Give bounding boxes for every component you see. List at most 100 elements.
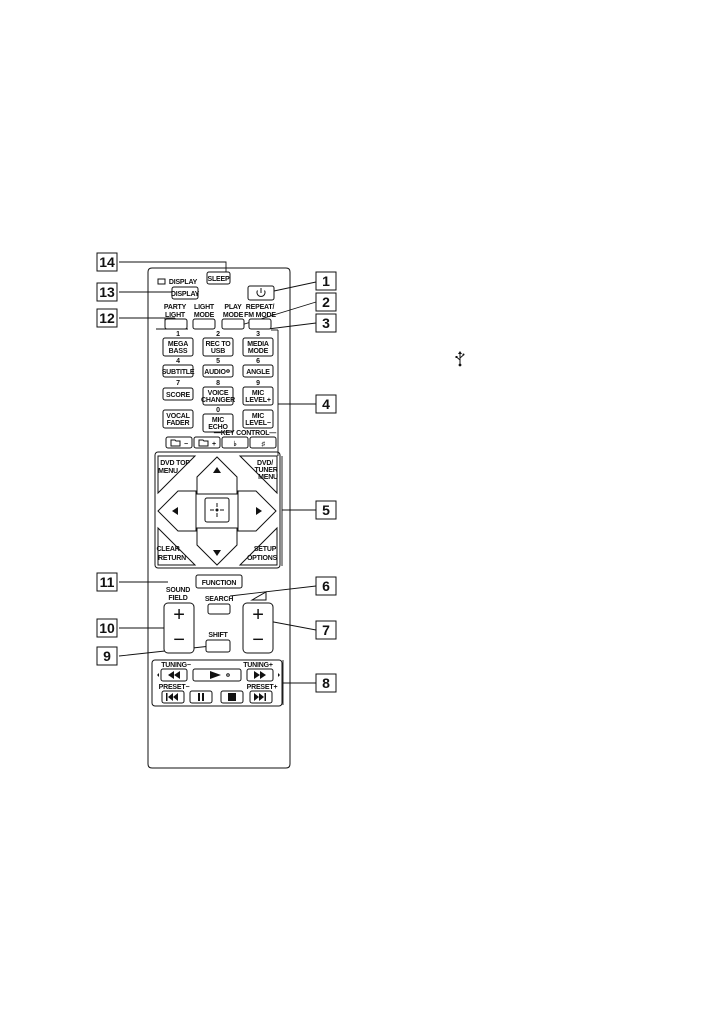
volume-rocker[interactable]: + − <box>242 602 274 654</box>
function-button[interactable]: FUNCTION <box>195 574 243 589</box>
svg-text:CLEAR: CLEAR <box>156 546 179 553</box>
svg-text:5: 5 <box>322 502 330 518</box>
svg-text:VOICE: VOICE <box>208 390 229 397</box>
svg-text:DISPLAY: DISPLAY <box>169 279 198 286</box>
svg-text:7: 7 <box>322 622 330 638</box>
dvd-tuner-menu-button[interactable]: DVD/ TUNER MENU <box>238 455 278 495</box>
display-top-label: DISPLAY <box>157 278 198 286</box>
folder-icon <box>170 439 181 447</box>
up-button[interactable] <box>196 456 238 495</box>
pause-icon <box>198 693 204 701</box>
audio-button[interactable]: AUDIO <box>202 364 234 378</box>
folder-minus-button[interactable]: − <box>165 436 193 449</box>
svg-text:3: 3 <box>256 331 260 338</box>
svg-text:MODE: MODE <box>194 312 215 319</box>
repeat-fm-mode-label: REPEAT/ FM MODE <box>244 304 276 319</box>
enter-button[interactable] <box>204 497 230 523</box>
svg-text:DVD/: DVD/ <box>257 460 273 467</box>
play-mode-button[interactable] <box>221 318 245 330</box>
rec-to-usb-button[interactable]: REC TO USB <box>202 337 234 357</box>
tactile-dot-icon <box>226 369 230 373</box>
svg-text:FUNCTION: FUNCTION <box>202 580 237 587</box>
svg-text:TUNING−: TUNING− <box>161 662 191 669</box>
svg-text:10: 10 <box>99 620 115 636</box>
navigation-pad: DVD TOP MENU DVD/ TUNER MENU CLEAR RETUR… <box>154 451 281 569</box>
score-button[interactable]: SCORE <box>162 387 194 401</box>
sound-field-label: SOUND FIELD <box>166 587 191 602</box>
svg-text:1: 1 <box>176 331 180 338</box>
callout-lines <box>118 261 317 705</box>
angle-button[interactable]: ANGLE <box>242 364 274 378</box>
shift-button[interactable] <box>205 639 231 653</box>
search-button[interactable] <box>207 603 231 615</box>
subtitle-button[interactable]: SUBTITLE <box>162 364 195 378</box>
power-button[interactable] <box>247 285 275 301</box>
callout-3: 3 <box>315 313 337 333</box>
key-sharp-button[interactable]: ♯ <box>249 436 277 449</box>
repeat-fm-mode-button[interactable] <box>248 318 272 330</box>
arrow-up-icon <box>213 467 221 473</box>
sharp-icon: ♯ <box>261 441 265 448</box>
svg-text:PRESET+: PRESET+ <box>247 684 278 691</box>
voice-changer-button[interactable]: VOICE CHANGER <box>201 386 235 406</box>
svg-text:TUNER: TUNER <box>254 467 277 474</box>
rewind-button[interactable] <box>160 668 188 682</box>
svg-text:+: + <box>212 441 216 448</box>
stop-icon <box>228 693 236 701</box>
play-button[interactable] <box>192 668 242 682</box>
arrow-right-icon <box>256 507 262 515</box>
svg-text:CHANGER: CHANGER <box>201 397 235 404</box>
svg-text:4: 4 <box>176 358 180 365</box>
callout-6: 6 <box>315 576 337 596</box>
setup-options-button[interactable]: SETUP OPTIONS <box>238 526 278 566</box>
rewind-icon <box>168 671 180 679</box>
clear-return-button[interactable]: CLEAR RETURN <box>156 526 197 566</box>
transport-section: TUNING− TUNING+ PRESET− <box>151 659 283 707</box>
mega-bass-button[interactable]: MEGA BASS <box>162 337 194 357</box>
pause-button[interactable] <box>189 690 213 704</box>
left-button[interactable] <box>157 490 197 532</box>
fast-forward-button[interactable] <box>246 668 274 682</box>
svg-text:PRESET−: PRESET− <box>159 684 190 691</box>
mic-level-minus-button[interactable]: MIC LEVEL− <box>242 409 274 429</box>
svg-text:REC TO: REC TO <box>205 341 231 348</box>
svg-text:4: 4 <box>322 396 330 412</box>
fast-forward-icon <box>254 671 266 679</box>
dvd-top-menu-button[interactable]: DVD TOP MENU <box>157 455 197 495</box>
svg-text:MENU: MENU <box>258 474 278 481</box>
flat-icon: ♭ <box>233 440 236 448</box>
svg-text:−: − <box>173 629 184 651</box>
media-mode-button[interactable]: MEDIA MODE <box>242 337 274 357</box>
previous-button[interactable] <box>161 690 185 704</box>
sound-field-rocker[interactable]: + − <box>163 602 195 654</box>
party-light-button[interactable] <box>164 318 188 330</box>
folder-plus-button[interactable]: + <box>193 436 221 449</box>
svg-text:LEVEL+: LEVEL+ <box>245 397 271 404</box>
sleep-button[interactable]: SLEEP <box>206 271 231 285</box>
vocal-fader-button[interactable]: VOCAL FADER <box>162 409 194 429</box>
svg-text:BASS: BASS <box>169 348 188 355</box>
svg-text:AUDIO: AUDIO <box>204 369 226 376</box>
mic-level-plus-button[interactable]: MIC LEVEL+ <box>242 386 274 406</box>
svg-text:MIC: MIC <box>252 390 264 397</box>
shift-label: SHIFT <box>208 632 228 639</box>
right-dot-marker <box>278 673 280 677</box>
power-icon <box>256 288 266 297</box>
next-button[interactable] <box>249 690 273 704</box>
key-flat-button[interactable]: ♭ <box>221 436 249 449</box>
stop-button[interactable] <box>220 690 244 704</box>
svg-text:SCORE: SCORE <box>166 392 190 399</box>
down-button[interactable] <box>196 527 238 566</box>
svg-text:8: 8 <box>322 675 330 691</box>
display-button[interactable]: DISPLAY <box>171 286 200 300</box>
svg-text:FADER: FADER <box>167 420 190 427</box>
right-button[interactable] <box>237 490 277 532</box>
light-mode-button[interactable] <box>192 318 216 330</box>
callout-9: 9 <box>96 646 118 666</box>
svg-text:0: 0 <box>216 407 220 414</box>
svg-text:+: + <box>173 604 184 626</box>
mic-echo-button[interactable]: MIC ECHO <box>202 413 234 433</box>
svg-text:−: − <box>184 441 188 448</box>
arrow-left-icon <box>172 507 178 515</box>
svg-text:SOUND: SOUND <box>166 587 190 594</box>
